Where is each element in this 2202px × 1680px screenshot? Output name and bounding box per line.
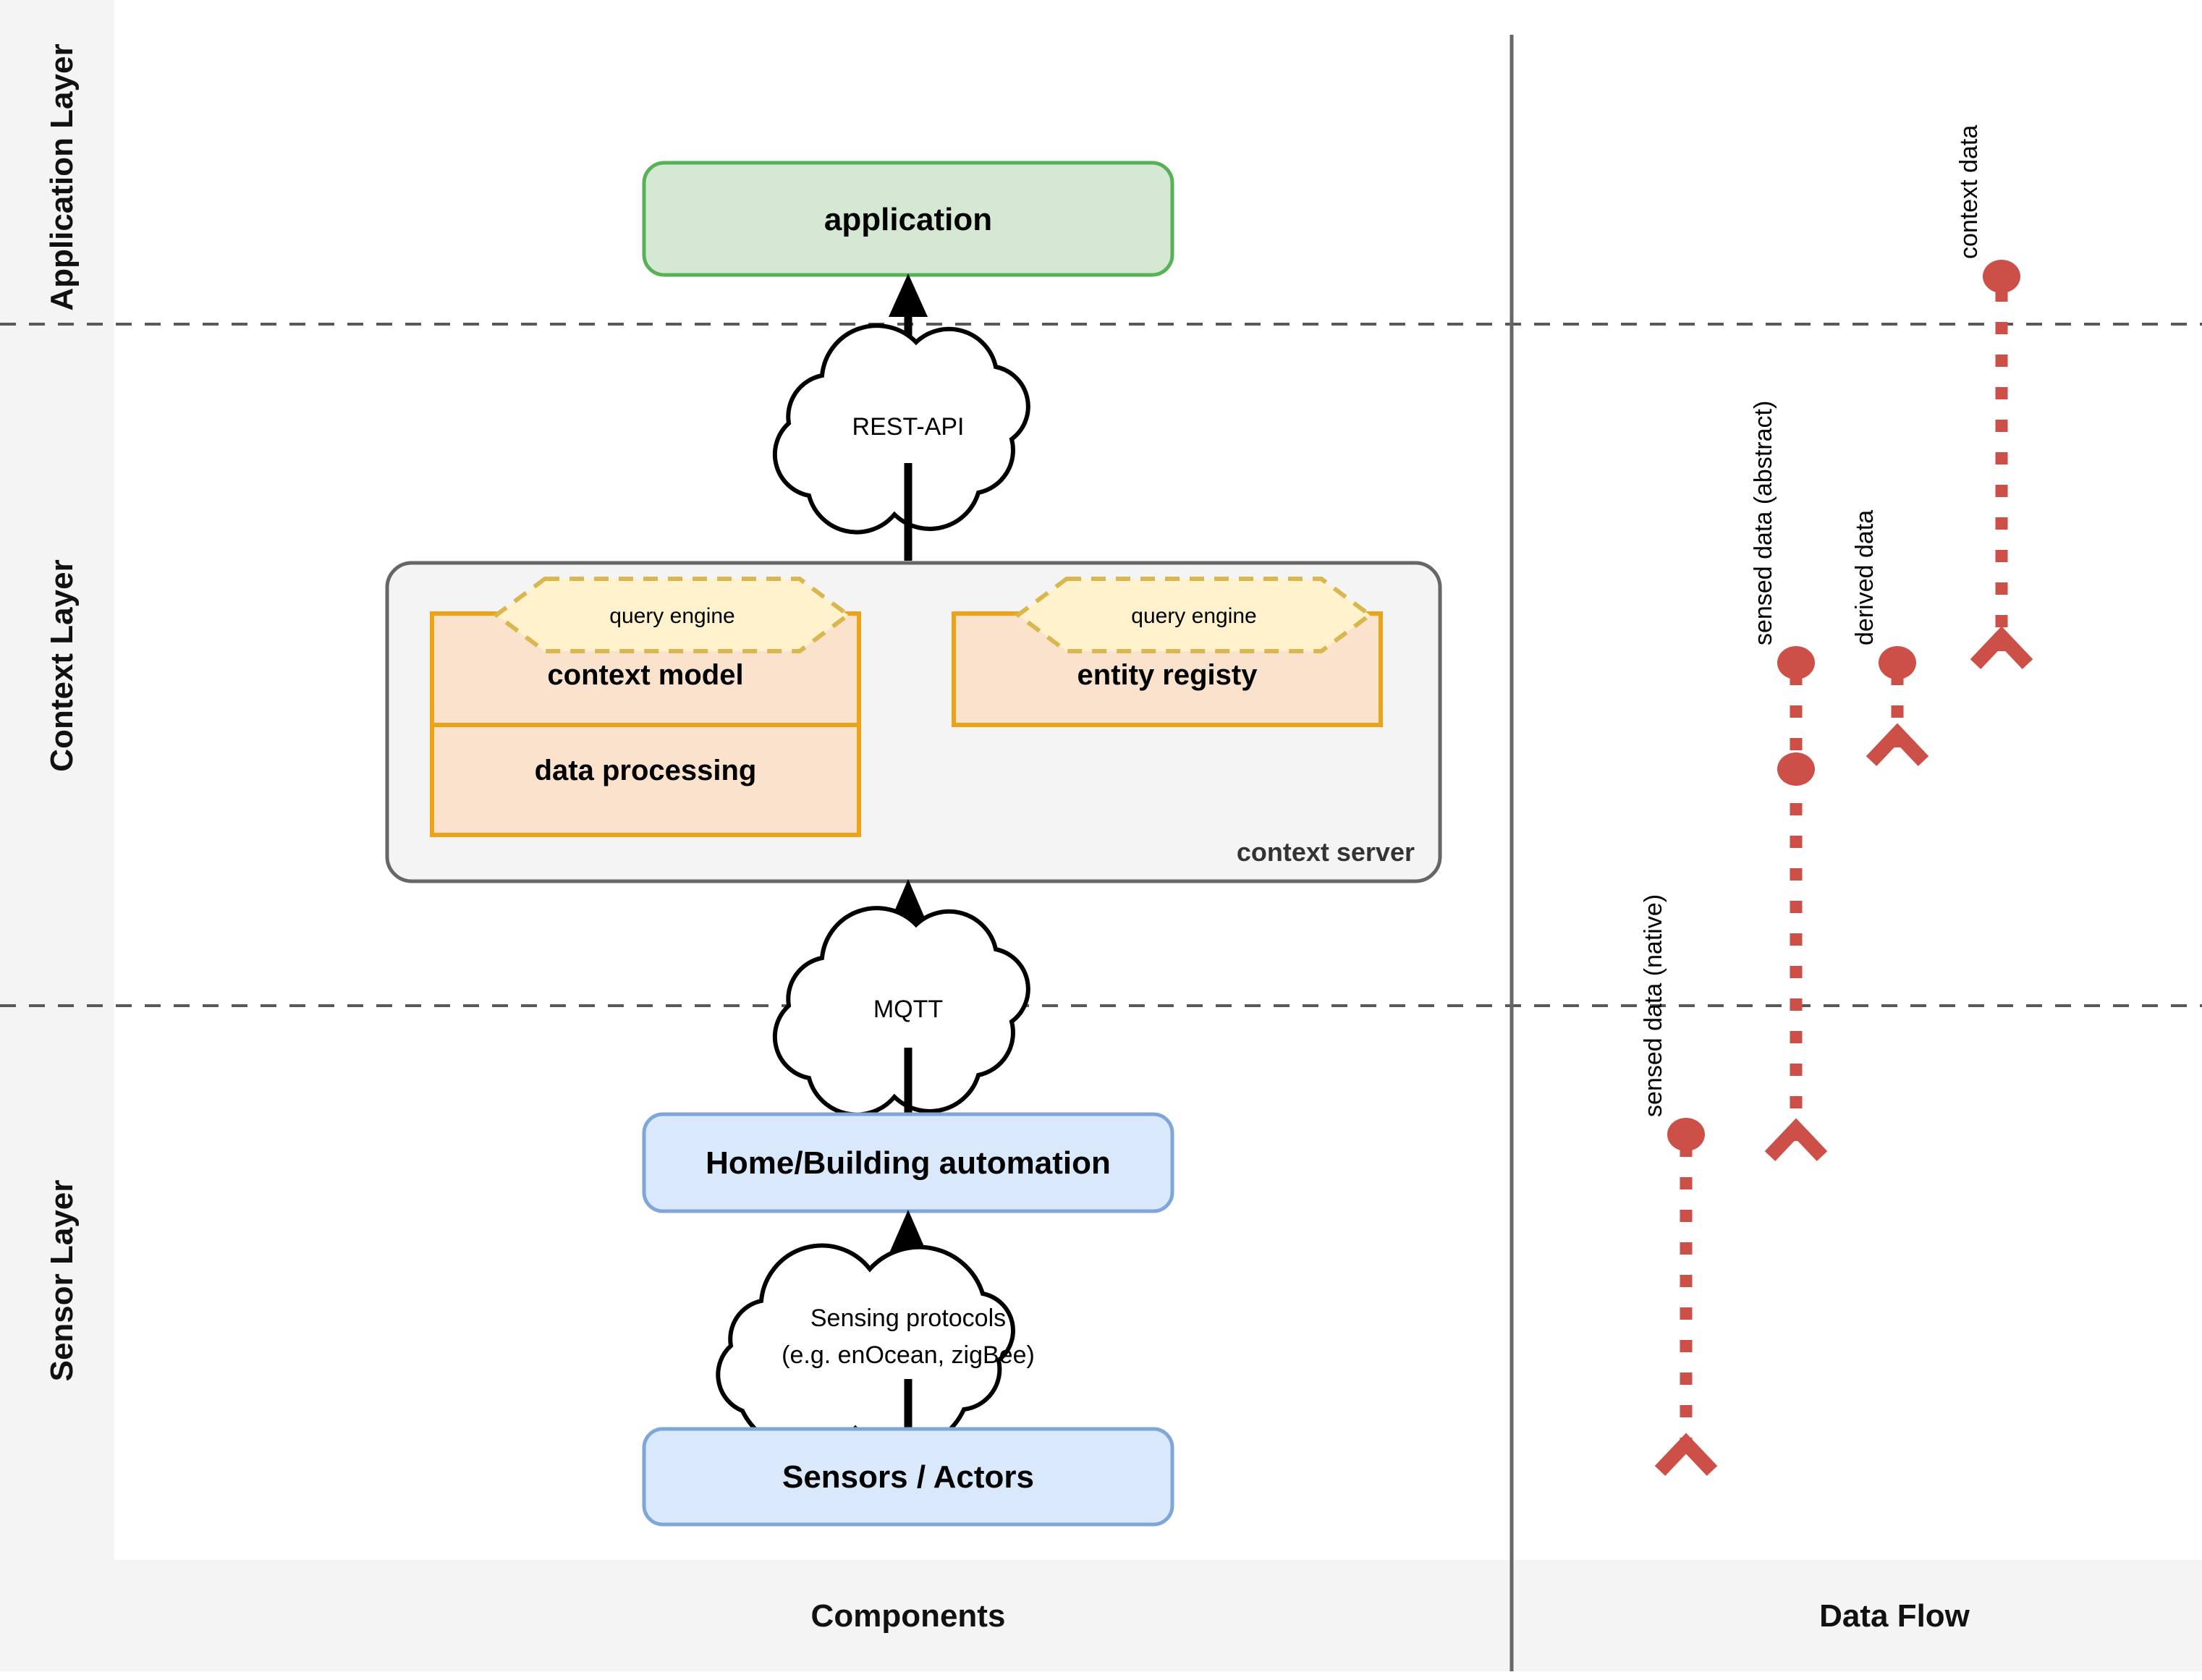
query-engine-left-label: query engine <box>609 604 734 628</box>
dataflow-derived-data: derived data <box>1851 510 1929 766</box>
footer-components-label: Components <box>811 1598 1006 1634</box>
sensors-actors-box[interactable]: Sensors / Actors <box>642 1427 1174 1527</box>
query-engine-right-shape <box>1014 577 1374 653</box>
dataflow-label-sensed-abstract: sensed data (abstract) <box>1750 401 1777 645</box>
sidebar-item-application-layer: Application Layer <box>44 43 80 310</box>
data-processing-label: data processing <box>535 755 757 786</box>
dataflow-source-dot <box>1667 1118 1705 1151</box>
rest-api-cloud-label: REST-API <box>852 413 965 441</box>
sidebar-item-sensor-layer: Sensor Layer <box>44 1180 80 1382</box>
footer-band <box>0 1560 2202 1671</box>
footer-dataflow-label: Data Flow <box>1819 1598 1970 1634</box>
query-engine-right-label: query engine <box>1131 604 1256 628</box>
entity-registy-label: entity registy <box>1077 659 1258 691</box>
mqtt-cloud-label: MQTT <box>873 996 943 1023</box>
dataflow-source-dot <box>1879 646 1916 679</box>
context-server-label: context server <box>1237 837 1415 867</box>
sensors-actors-label: Sensors / Actors <box>782 1459 1034 1495</box>
sensing-protocols-line1: Sensing protocols <box>810 1304 1006 1332</box>
dataflow-label-derived: derived data <box>1851 510 1879 645</box>
dataflow-arrowhead-chevron <box>1654 1433 1718 1476</box>
dataflow-midpoint-dot <box>1777 752 1815 786</box>
context-model-label: context model <box>547 659 743 691</box>
dataflow-arrowhead-chevron <box>1970 626 2033 669</box>
query-engine-right[interactable]: query engine <box>1014 577 1374 653</box>
layer-label-application: Application Layer <box>44 43 80 310</box>
home-building-automation-label: Home/Building automation <box>706 1145 1111 1181</box>
dataflow-sensed-data-native: sensed data (native) <box>1640 894 1718 1476</box>
layer-label-sensor: Sensor Layer <box>44 1180 80 1382</box>
data-processing-box[interactable]: data processing <box>430 723 861 837</box>
home-building-automation-box[interactable]: Home/Building automation <box>642 1112 1174 1213</box>
dataflow-label-sensed-native: sensed data (native) <box>1640 894 1667 1117</box>
application-box-label: application <box>824 202 992 237</box>
sidebar-item-context-layer: Context Layer <box>44 559 80 771</box>
dataflow-sensed-data-abstract: sensed data (abstract) <box>1750 401 1828 1161</box>
layer-label-context: Context Layer <box>44 559 80 771</box>
rest-api-cloud: REST-API <box>772 323 1030 535</box>
mqtt-cloud: MQTT <box>772 906 1030 1117</box>
layer-label-band <box>0 0 114 1560</box>
dataflow-label-context: context data <box>1955 125 1983 259</box>
dataflow-arrowhead-chevron <box>1866 723 1929 766</box>
sensing-protocols-cloud: Sensing protocols (e.g. enOcean, zigBee) <box>716 1243 1035 1452</box>
dataflow-context-data: context data <box>1955 125 2033 669</box>
data-processing-shape <box>430 723 861 837</box>
query-engine-left-shape <box>492 577 852 653</box>
dataflow-source-dot <box>1777 646 1815 679</box>
application-box[interactable]: application <box>642 161 1174 277</box>
query-engine-left[interactable]: query engine <box>492 577 852 653</box>
dataflow-source-dot <box>1983 260 2020 293</box>
dataflow-arrowhead-chevron <box>1764 1118 1828 1161</box>
sensors-actors-shape <box>642 1427 1174 1527</box>
sensing-protocols-line2: (e.g. enOcean, zigBee) <box>782 1341 1035 1369</box>
